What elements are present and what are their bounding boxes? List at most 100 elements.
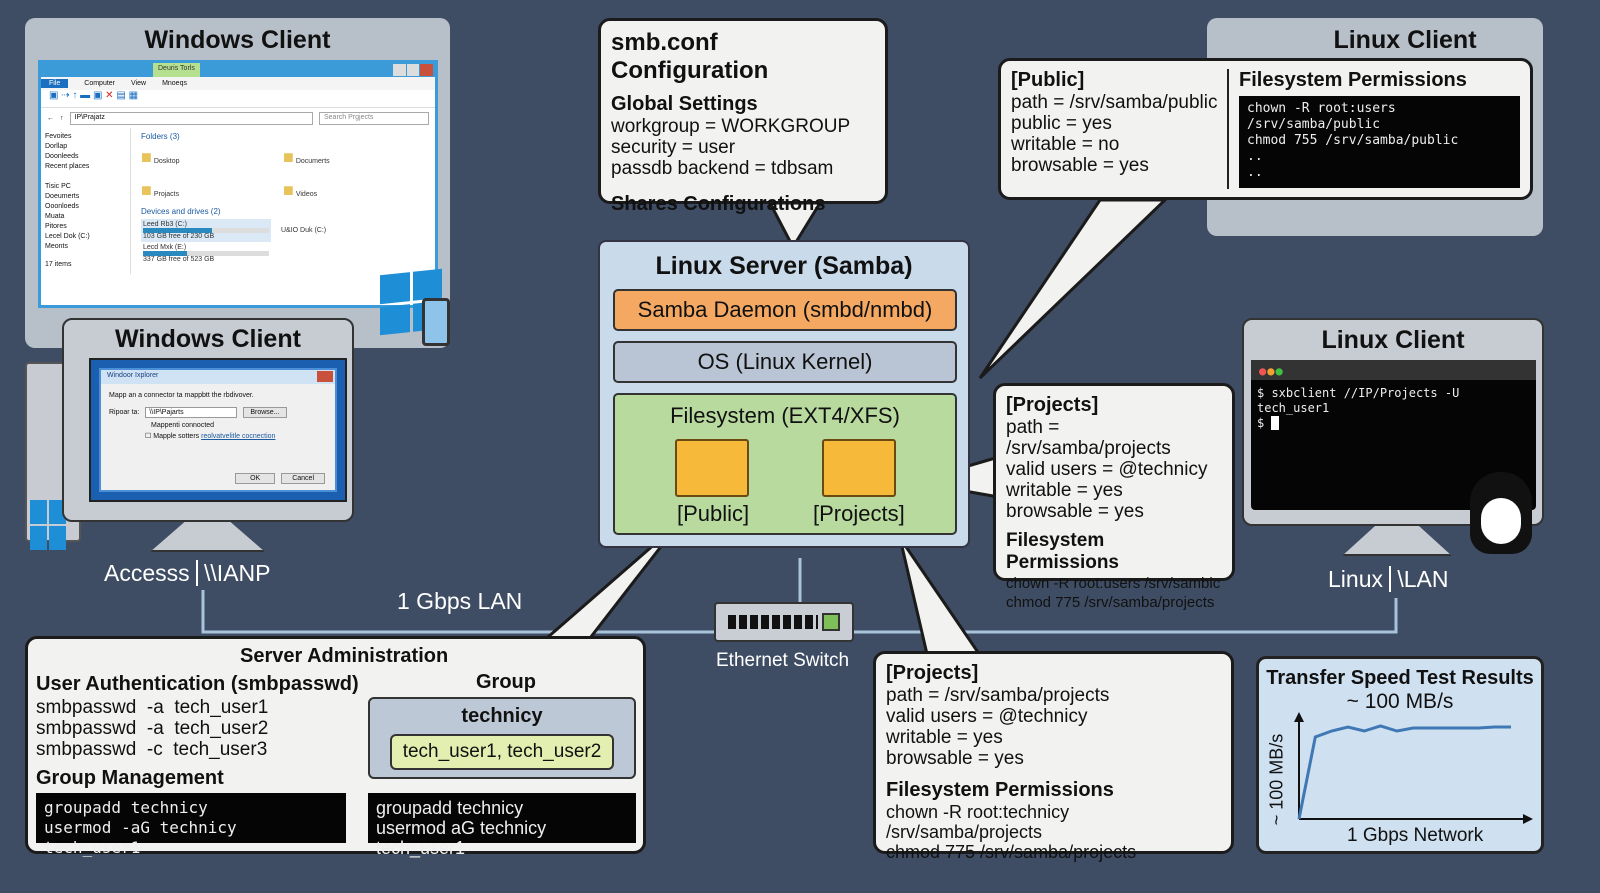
cancel-button[interactable]: Cancel: [281, 473, 325, 484]
back-icon[interactable]: ←: [47, 114, 54, 122]
permission-command: chown -R root:technicy /srv/samba/projec…: [886, 802, 1070, 842]
nav-item[interactable]: Pitores: [45, 223, 67, 230]
address-bar[interactable]: IP\Prajatz: [69, 111, 313, 125]
auth-heading: User Authentication (smbpasswd): [36, 673, 359, 695]
config-line: writable = yes: [886, 727, 1003, 748]
drives-header: Devices and drives (2): [141, 207, 221, 216]
file-explorer-window: Deuris Torls File Computer View Mnoeqs ▣…: [38, 60, 438, 308]
config-line: path = /srv/samba/projects: [886, 685, 1110, 706]
folder-icon: ■: [283, 180, 294, 200]
search-box[interactable]: Search Prgjects: [319, 111, 429, 125]
up-icon[interactable]: ↑: [60, 114, 64, 122]
folder-icon: ■: [141, 147, 152, 167]
windows-client-title: Windows Client: [115, 325, 301, 353]
folder-combobox[interactable]: \\IP\Pajarts: [145, 407, 238, 418]
config-line: workgroup = WORKGROUP: [611, 116, 851, 137]
permissions-heading: Filesystem Permissions: [1239, 69, 1467, 91]
lan-label: 1 Gbps LAN: [397, 588, 523, 614]
folders-header: Folders (3): [141, 132, 180, 141]
nav-item[interactable]: Fevoites: [45, 133, 72, 140]
access-path: \\IANP: [196, 560, 271, 586]
projects-share-callout-bottom: [Projects] path = /srv/samba/projects va…: [873, 651, 1234, 862]
linux-server: Linux Server (Samba) Samba Daemon (smbd/…: [598, 240, 970, 548]
browse-button[interactable]: Browse...: [243, 407, 287, 418]
permission-command: chmod 775 /srv/samba/projects: [1006, 594, 1215, 611]
linux-client-title: Linux Client: [1333, 26, 1477, 54]
nav-item[interactable]: Doeumerts: [45, 193, 80, 200]
nav-item[interactable]: Lecel Dok (C:): [45, 233, 90, 240]
x-axis-arrow: [1523, 814, 1533, 824]
folder-icon: ■: [141, 180, 152, 200]
config-line: writable = no: [1011, 134, 1120, 155]
public-folder-icon: [675, 439, 749, 497]
chart-title: Transfer Speed Test Results: [1266, 667, 1534, 689]
group-heading: Group: [476, 671, 536, 693]
projects-heading: [Projects]: [1006, 394, 1099, 416]
public-heading: [Public]: [1011, 69, 1085, 91]
group-name: technicy: [461, 705, 543, 727]
close-button[interactable]: [420, 64, 434, 76]
minimize-button[interactable]: [393, 64, 406, 76]
y-axis-arrow: [1294, 712, 1304, 722]
quick-toolbar[interactable]: ▣ ⇢ ↑ ▬ ▣ ✕ ▤ ▦: [41, 90, 435, 108]
different-credentials-link[interactable]: reolvatvelitle cocnection: [201, 433, 276, 440]
linux-client-title: Linux Client: [1321, 326, 1465, 354]
config-line: writable = yes: [1006, 480, 1123, 501]
projects-share-label: [Projects]: [813, 501, 905, 526]
maximize-button[interactable]: [406, 64, 420, 76]
dialog-close-button[interactable]: [317, 371, 333, 382]
contextual-tab[interactable]: Deuris Torls: [153, 63, 200, 77]
config-line: valid users = @technicy: [886, 706, 1088, 727]
permission-command: chmod 775 /srv/samba/projects: [886, 842, 1137, 862]
smbpasswd-command: smbpasswd -a tech_user2: [36, 718, 269, 739]
samba-daemon: Samba Daemon (smbd/nmbd): [613, 289, 957, 331]
ethernet-switch-icon: [714, 602, 854, 642]
access-label: Accesss \\IANP: [104, 560, 271, 586]
os-kernel: OS (Linux Kernel): [613, 341, 957, 383]
nav-item[interactable]: Meonts: [45, 243, 68, 250]
ribbon-tab-view[interactable]: View: [131, 80, 147, 87]
permissions-heading: Filesystem Permissions: [886, 779, 1114, 801]
nav-item[interactable]: Dorllap: [45, 143, 68, 150]
folder-item[interactable]: ■ Dosktop: [141, 147, 180, 167]
windows-client-bottom: Windows Client Windoor Ixplorer Mapp an …: [62, 318, 354, 522]
folder-item[interactable]: ■ Projacts: [141, 180, 180, 200]
ok-button[interactable]: OK: [235, 473, 276, 484]
permissions-heading: Filesystem Permissions: [1006, 530, 1119, 573]
ribbon-tab-file[interactable]: File: [41, 79, 69, 88]
projects-share-callout: [Projects] path = /srv/samba/projects va…: [993, 383, 1235, 611]
drive-usage-bar: [143, 228, 213, 233]
config-line: path = /srv/samba/projects: [1006, 417, 1171, 459]
dvd-drive[interactable]: U&IO Duk (C:): [281, 227, 327, 234]
nav-item[interactable]: Muata: [45, 213, 65, 220]
nav-item[interactable]: Tisic PC: [45, 183, 71, 190]
drive-item[interactable]: Lecd Mxk (E:)337 GB free of 523 GB: [141, 242, 271, 265]
projects-bottom-tail: [898, 537, 991, 669]
nav-item[interactable]: Doonleeds: [45, 153, 79, 160]
drive-item[interactable]: Leed Rb3 (C:)103 GB free of 230 GB: [141, 219, 271, 242]
speed-chart: [1294, 712, 1533, 824]
folder-icon: ■: [283, 147, 294, 167]
monitor-stand: [1342, 526, 1452, 556]
admin-title: Server Administration: [240, 645, 449, 667]
ribbon-tab-computer[interactable]: Computer: [84, 80, 116, 87]
ribbon-tab-manage[interactable]: Mnoeqs: [162, 80, 187, 87]
transfer-speed-panel: Transfer Speed Test Results ~ 100 MB/s ~…: [1256, 656, 1544, 854]
smbconf-callout: smb.conf Configuration Global Settings w…: [598, 18, 888, 215]
dialog-status: Mappenti connocted: [151, 422, 215, 429]
status-bar: 17 items: [45, 261, 72, 268]
projects-heading: [Projects]: [886, 662, 979, 684]
x-axis-label: 1 Gbps Network: [1347, 825, 1484, 846]
folder-item[interactable]: ■ Documerts: [283, 147, 330, 167]
shares-heading: Shares Configurations: [611, 193, 826, 215]
chart-subtitle: ~ 100 MB/s: [1346, 690, 1454, 713]
config-line: browsable = yes: [1011, 155, 1149, 176]
group-management-heading: Group Management: [36, 767, 224, 789]
folder-item[interactable]: ■ Videos: [283, 180, 318, 200]
projects-folder-icon: [822, 439, 896, 497]
reconnect-checkbox[interactable]: ☐: [145, 433, 152, 440]
nav-item[interactable]: Ooonloeds: [45, 203, 79, 210]
nav-item[interactable]: Recent places: [45, 163, 90, 170]
